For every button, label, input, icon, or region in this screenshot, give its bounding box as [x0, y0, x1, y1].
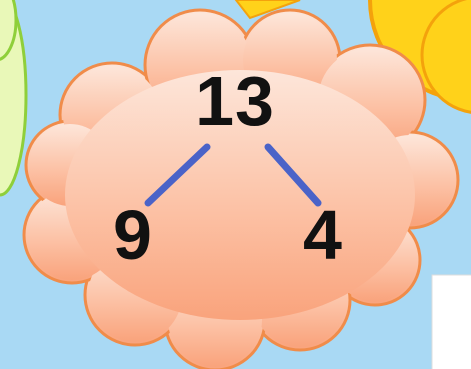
sun-shape: [234, 0, 471, 114]
cloud-shape: [22, 8, 460, 369]
part-right-number: 4: [303, 196, 343, 274]
bond-line-left: [144, 143, 211, 207]
tree-shape: [0, 0, 28, 197]
part-left-number: 9: [113, 196, 153, 274]
bond-line-right: [264, 143, 322, 207]
white-panel: [431, 274, 471, 369]
whole-number: 13: [195, 62, 275, 140]
